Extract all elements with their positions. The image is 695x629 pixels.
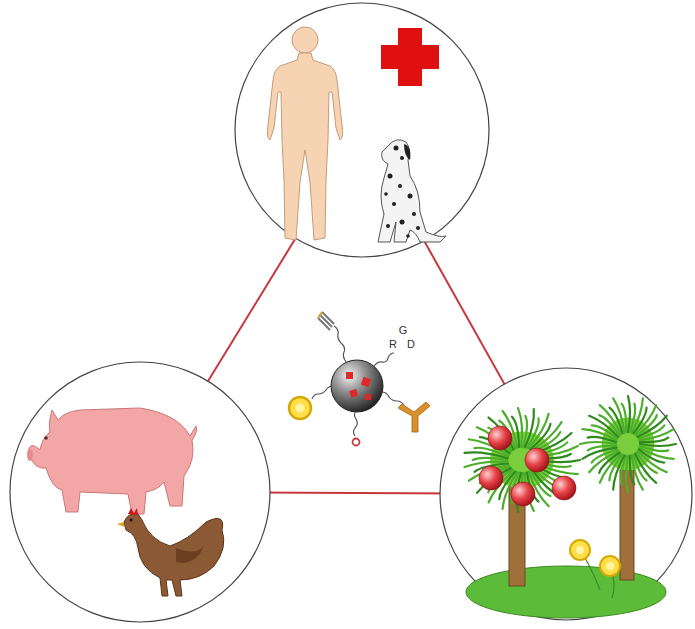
yellow-flower — [576, 546, 584, 554]
human-figure — [267, 53, 342, 240]
yellow-flower — [600, 556, 620, 576]
palm-crown — [630, 456, 635, 484]
palm-crown — [465, 396, 676, 512]
nanoparticle — [331, 360, 383, 412]
ligand-chain — [354, 410, 358, 436]
pig — [44, 436, 48, 440]
hen — [128, 508, 138, 515]
red-fruit — [552, 476, 576, 500]
small-molecule — [318, 312, 334, 330]
red-fruit — [479, 466, 503, 490]
dalmatian-dog — [378, 140, 446, 242]
ligand-chain — [374, 353, 394, 366]
ligand-chain — [334, 326, 346, 362]
nanoparticle — [361, 377, 371, 387]
palm-crown — [640, 444, 676, 446]
palm-crown — [588, 446, 616, 451]
palm-crown — [580, 442, 616, 444]
human-figure — [267, 27, 342, 240]
pig — [27, 408, 197, 514]
palm-crown — [465, 462, 508, 467]
dalmatian-dog — [384, 192, 388, 196]
nanoparticle — [331, 360, 383, 412]
circle-frame — [235, 3, 489, 257]
red-fruit — [511, 482, 535, 506]
dalmatian-dog — [378, 140, 446, 242]
pig — [28, 408, 197, 514]
hen — [117, 508, 224, 596]
circle-frame — [10, 362, 270, 622]
circle-frame — [440, 368, 692, 620]
yellow-ring — [296, 404, 305, 413]
yellow-flower — [570, 540, 590, 560]
palm-crown — [473, 458, 508, 460]
dalmatian-dog — [416, 226, 420, 230]
yellow-flower — [570, 540, 620, 598]
yellow-ring — [289, 397, 311, 419]
yellow-flower — [606, 562, 614, 570]
ligand-chain — [312, 326, 404, 436]
dalmatian-dog — [400, 156, 404, 160]
hen — [176, 546, 204, 563]
dalmatian-dog — [392, 202, 396, 206]
circle-frame — [10, 3, 692, 622]
red-fruit — [479, 426, 576, 506]
end-group — [353, 439, 360, 446]
red-fruit — [525, 448, 549, 472]
peptide-letter: G — [399, 324, 408, 336]
dalmatian-dog — [404, 144, 410, 160]
ground — [466, 566, 666, 618]
palm-crown — [512, 417, 519, 448]
dalmatian-dog — [394, 146, 399, 151]
hen — [124, 514, 224, 596]
peptide-letter: D — [407, 338, 415, 350]
dalmatian-dog — [408, 194, 413, 199]
palm-crown — [628, 396, 630, 432]
nanoparticle — [365, 394, 371, 400]
dalmatian-dog — [388, 174, 393, 179]
yellow-ring — [289, 397, 311, 419]
pig — [27, 449, 33, 461]
red-fruit — [488, 426, 512, 450]
palm-crown — [626, 456, 628, 492]
ground — [466, 566, 666, 618]
dalmatian-dog — [384, 144, 420, 238]
nanoparticle — [346, 372, 353, 379]
ligand-chain — [381, 392, 404, 405]
dalmatian-dog — [398, 184, 402, 188]
antibody-ligand — [398, 402, 430, 432]
dalmatian-dog — [406, 234, 410, 238]
small-molecule — [318, 312, 322, 318]
palm-crown — [640, 438, 668, 443]
nanoparticle — [346, 372, 371, 400]
hen — [117, 522, 124, 527]
tree-trunk — [509, 470, 634, 586]
palm-crown — [518, 408, 522, 447]
red-cross — [381, 45, 439, 69]
red-cross — [381, 28, 439, 86]
yellow-flower — [584, 556, 600, 590]
nanoparticle — [349, 389, 358, 398]
small-molecule — [318, 312, 334, 330]
palm-crown — [622, 404, 627, 432]
dalmatian-dog — [400, 220, 405, 225]
antibody-ligand — [398, 402, 430, 432]
human-figure — [292, 27, 318, 53]
end-group — [353, 439, 360, 446]
peptide-letter: R — [389, 338, 397, 350]
hen — [130, 519, 133, 522]
palm-crown — [529, 414, 549, 449]
dalmatian-dog — [386, 224, 390, 228]
dalmatian-dog — [412, 212, 416, 216]
